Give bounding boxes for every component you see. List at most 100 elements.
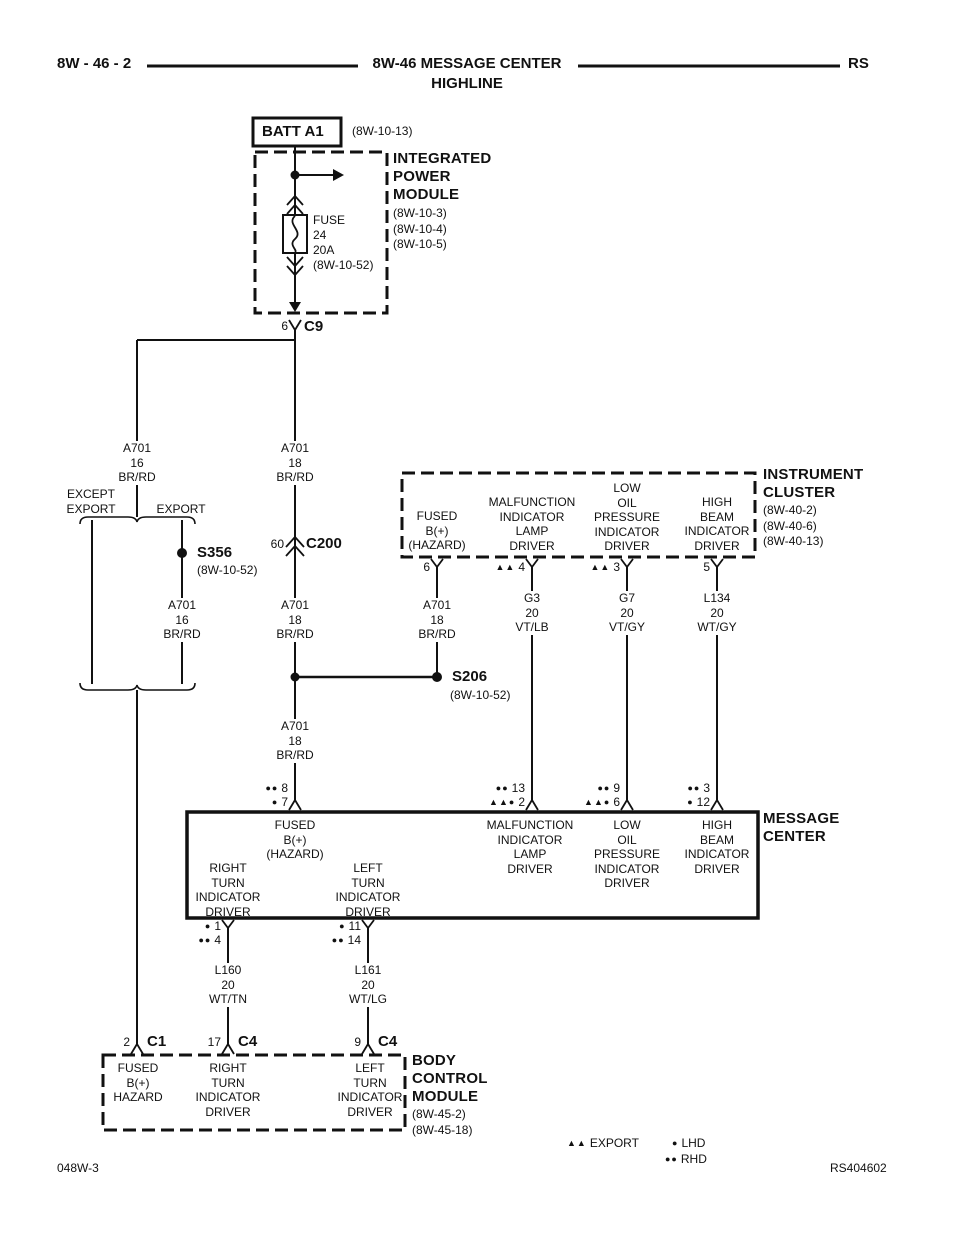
mc-label-low-oil: LOW OIL PRESSURE INDICATOR DRIVER (593, 818, 661, 890)
pin-number: 6 (613, 795, 620, 809)
ic-pin-forks (430, 558, 724, 569)
merge-brace (79, 682, 196, 691)
bcm-label-right-turn: RIGHT TURN INDICATOR DRIVER (195, 1061, 261, 1119)
mc-pin-7: ● 7 (272, 796, 288, 809)
mc-label-right-turn: RIGHT TURN INDICATOR DRIVER (195, 861, 261, 919)
footer-drawing-number: RS404602 (830, 1161, 887, 1175)
c200-connector-name: C200 (306, 535, 342, 552)
export-triangle-markers: ▲▲ (567, 1138, 587, 1148)
mc-pin-13: ●● 13 (496, 782, 525, 795)
c9-connector-fork (288, 319, 302, 332)
mc-pin-8: ●● 8 (265, 782, 288, 795)
wire-label-g3: G3 20 VT/LB (512, 591, 552, 635)
ic-pin-3: ▲▲ 3 (590, 561, 620, 574)
split-brace (79, 516, 196, 525)
mc-label-mil: MALFUNCTION INDICATOR LAMP DRIVER (486, 818, 574, 876)
batt-a1-box (251, 116, 343, 148)
export-legend-label: EXPORT (589, 1136, 639, 1150)
wire-label-l160: L160 20 WT/TN (206, 963, 250, 1007)
inline-connector-chevrons (286, 194, 304, 277)
mc-label-high-beam: HIGH BEAM INDICATOR DRIVER (684, 818, 750, 876)
wire-label-g7: G7 20 VT/GY (605, 591, 649, 635)
batt-a1-label: BATT A1 (262, 123, 324, 140)
ic-pin-6: 6 (420, 561, 430, 574)
pin-number: 14 (347, 933, 361, 947)
pin-number: 6 (423, 560, 430, 574)
mc-pin-4: ●● 4 (198, 934, 221, 947)
batt-ref: (8W-10-13) (352, 124, 413, 138)
bcm-pin-9: 9 (354, 1036, 361, 1049)
mc-pin-14: ●● 14 (332, 934, 361, 947)
pin-number: 8 (281, 781, 288, 795)
rhd-legend-label: RHD (680, 1152, 707, 1166)
mc-pin-6: ▲▲● 6 (584, 796, 620, 809)
wire-label-a701-18-mid: A701 18 BR/RD (273, 598, 317, 642)
pin-markers: ▲▲ (590, 562, 611, 572)
ic-fn-low-oil: LOW OIL PRESSURE INDICATOR DRIVER (593, 481, 661, 553)
ipm-dashed-box (253, 150, 389, 315)
bcm-label-fused: FUSED B(+) HAZARD (113, 1061, 163, 1104)
message-center-box (185, 810, 760, 920)
wire-label-a701-18-ic: A701 18 BR/RD (415, 598, 459, 642)
mc-pin-3: ●● 3 (687, 782, 710, 795)
bcm-refs: (8W-45-2) (8W-45-18) (412, 1107, 473, 1137)
pin-number: 12 (696, 795, 710, 809)
bcm-connector-c4-right: C4 (238, 1033, 258, 1050)
c200-connector-chevrons (285, 535, 305, 557)
arrow-right-icon (333, 169, 344, 181)
pin-markers: ● (339, 921, 346, 931)
pin-number: 5 (703, 560, 710, 574)
bcm-connector-c4-left: C4 (378, 1033, 398, 1050)
legend-lhd: ● LHD (672, 1137, 705, 1150)
junction-dot (290, 170, 300, 180)
junction-dot (290, 672, 300, 682)
pin-number: 11 (348, 919, 361, 933)
bcm-name: BODY CONTROL MODULE (412, 1052, 488, 1105)
wire-label-a701-18: A701 18 BR/RD (273, 441, 317, 485)
wire-label-a701-18-low: A701 18 BR/RD (273, 719, 317, 763)
wire-label-a701-16: A701 16 BR/RD (115, 441, 159, 485)
pin-number: 17 (207, 1035, 221, 1049)
instrument-cluster-name: INSTRUMENT CLUSTER (763, 466, 864, 501)
ic-pin-5: 5 (700, 561, 710, 574)
bcm-connector-c1: C1 (147, 1033, 167, 1050)
pin-number: 9 (613, 781, 620, 795)
bcm-pin-2: 2 (123, 1036, 130, 1049)
page-subtitle: HIGHLINE (431, 75, 503, 92)
pin-number: 4 (214, 933, 221, 947)
wire-label-a701-16-export: A701 16 BR/RD (160, 598, 204, 642)
pin-markers: ▲▲ (495, 562, 516, 572)
pin-markers: ●● (331, 935, 345, 945)
mc-pin-2: ▲▲● 2 (489, 796, 525, 809)
bcm-pin-17: 17 (208, 1036, 221, 1049)
ic-pin-4: ▲▲ 4 (495, 561, 525, 574)
instrument-cluster-refs: (8W-40-2) (8W-40-6) (8W-40-13) (763, 503, 824, 548)
pin-number: 9 (354, 1035, 361, 1049)
page-title: 8W-46 MESSAGE CENTER (372, 55, 562, 72)
mc-pin-9: ●● 9 (597, 782, 620, 795)
instrument-cluster-dashed-box (400, 471, 757, 559)
ipm-name: INTEGRATED POWER MODULE (393, 150, 492, 203)
pin-markers: ● (271, 797, 279, 807)
pin-number: 2 (123, 1035, 130, 1049)
c200-pin-number: 60 (270, 537, 284, 551)
lhd-legend-label: LHD (681, 1136, 706, 1150)
pin-markers: ●● (198, 935, 212, 945)
pin-markers: ● (687, 797, 694, 807)
message-center-name: MESSAGE CENTER (763, 810, 840, 845)
mc-pin-12: ● 12 (687, 796, 710, 809)
ic-fn-mil: MALFUNCTION INDICATOR LAMP DRIVER (488, 495, 576, 553)
s356-splice-name: S356 (197, 544, 233, 561)
bcm-pin-forks (130, 1042, 375, 1055)
lhd-dot-marker: ● (672, 1138, 679, 1148)
footer-sheet-code: 048W-3 (57, 1161, 99, 1175)
ic-fn-fused: FUSED B(+) (HAZARD) (408, 509, 466, 552)
s356-splice-dot (177, 548, 187, 558)
wire-label-l161: L161 20 WT/LG (346, 963, 390, 1007)
mc-pin-1: ● 1 (205, 920, 221, 933)
pin-markers: ●● (597, 783, 611, 793)
mc-label-fused: FUSED B(+) (HAZARD) (266, 818, 324, 861)
fuse-symbol (282, 214, 308, 254)
bcm-label-left-turn: LEFT TURN INDICATOR DRIVER (337, 1061, 403, 1119)
